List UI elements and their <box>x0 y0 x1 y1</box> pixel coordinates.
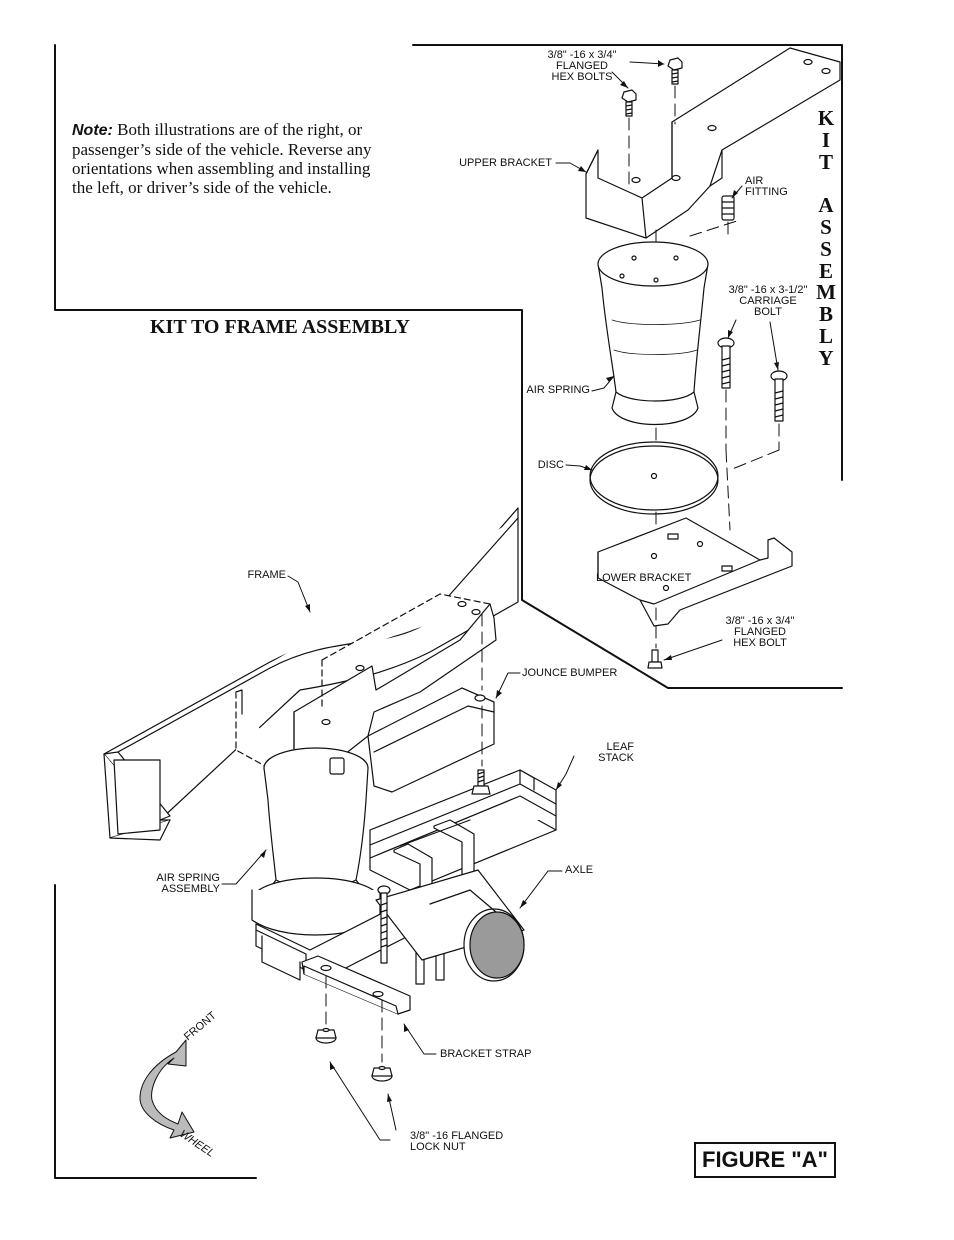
frame-alignment-lines <box>325 613 483 1063</box>
flanged-hex-bolt-bottom <box>647 649 663 669</box>
flanged-hex-bolt-top-2 <box>667 57 683 85</box>
disc-part <box>589 441 719 515</box>
axle-part <box>375 869 525 982</box>
figure-label: FIGURE "A" <box>694 1142 836 1178</box>
label-axle: AXLE <box>565 864 594 876</box>
lock-nut-1 <box>315 1027 337 1044</box>
frame-rail <box>103 507 519 841</box>
label-disc: DISC <box>537 459 564 471</box>
flanged-hex-bolt-top-1 <box>621 89 637 117</box>
air-spring-assembly-part <box>251 747 381 936</box>
note-block: Note: Both illustrations are of the righ… <box>72 120 382 197</box>
panel-borders <box>54 44 843 1179</box>
label-lower-bracket: LOWER BRACKET <box>596 572 692 584</box>
lower-bracket-part <box>597 517 793 627</box>
label-air-spring-assembly: AIR SPRING ASSEMBLY <box>156 872 220 895</box>
bracket-strap-part <box>301 955 411 1015</box>
jounce-bumper-part <box>367 687 495 793</box>
jounce-bolt <box>471 769 491 795</box>
kit-assembly-drawing <box>585 47 841 669</box>
note-heading: Note: <box>72 122 113 139</box>
air-fitting-part <box>721 195 735 221</box>
alignment-lines <box>628 85 780 649</box>
rotation-arrow-icon <box>139 1039 195 1139</box>
label-lock-nut: 3/8" -16 FLANGED LOCK NUT <box>410 1130 504 1153</box>
label-frame: FRAME <box>247 569 287 581</box>
label-leaf-stack: LEAF STACK <box>598 741 634 764</box>
frame-assembly-drawing <box>103 507 557 1082</box>
label-flanged-hex-bolts: 3/8" -16 x 3/4" FLANGED HEX BOLTS <box>547 49 617 83</box>
kit-assembly-title: K I T A S S E M B L Y <box>816 106 836 370</box>
label-carriage-bolt: 3/8" -16 x 3-1/2" CARRIAGE BOLT <box>728 284 808 318</box>
label-flanged-hex-bolt: 3/8" -16 x 3/4" FLANGED HEX BOLT <box>725 615 795 649</box>
carriage-bolt-2 <box>770 370 788 422</box>
label-bracket-strap: BRACKET STRAP <box>440 1048 532 1060</box>
kit-to-frame-assembly-title: KIT TO FRAME ASSEMBLY <box>150 316 410 338</box>
carriage-bolt-1 <box>717 337 735 389</box>
label-jounce-bumper: JOUNCE BUMPER <box>522 667 618 679</box>
leader-arrowheads <box>260 60 779 1102</box>
label-upper-bracket: UPPER BRACKET <box>459 157 552 169</box>
upper-bracket-part <box>585 47 841 239</box>
air-spring-part <box>597 241 709 425</box>
label-air-fitting: AIR FITTING <box>745 175 788 198</box>
note-text: Both illustrations are of the right, or … <box>72 120 372 197</box>
frame-lower-bracket <box>255 903 421 981</box>
label-air-spring: AIR SPRING <box>526 384 590 396</box>
lock-nut-2 <box>371 1065 393 1082</box>
frame-carriage-bolt <box>377 885 391 964</box>
